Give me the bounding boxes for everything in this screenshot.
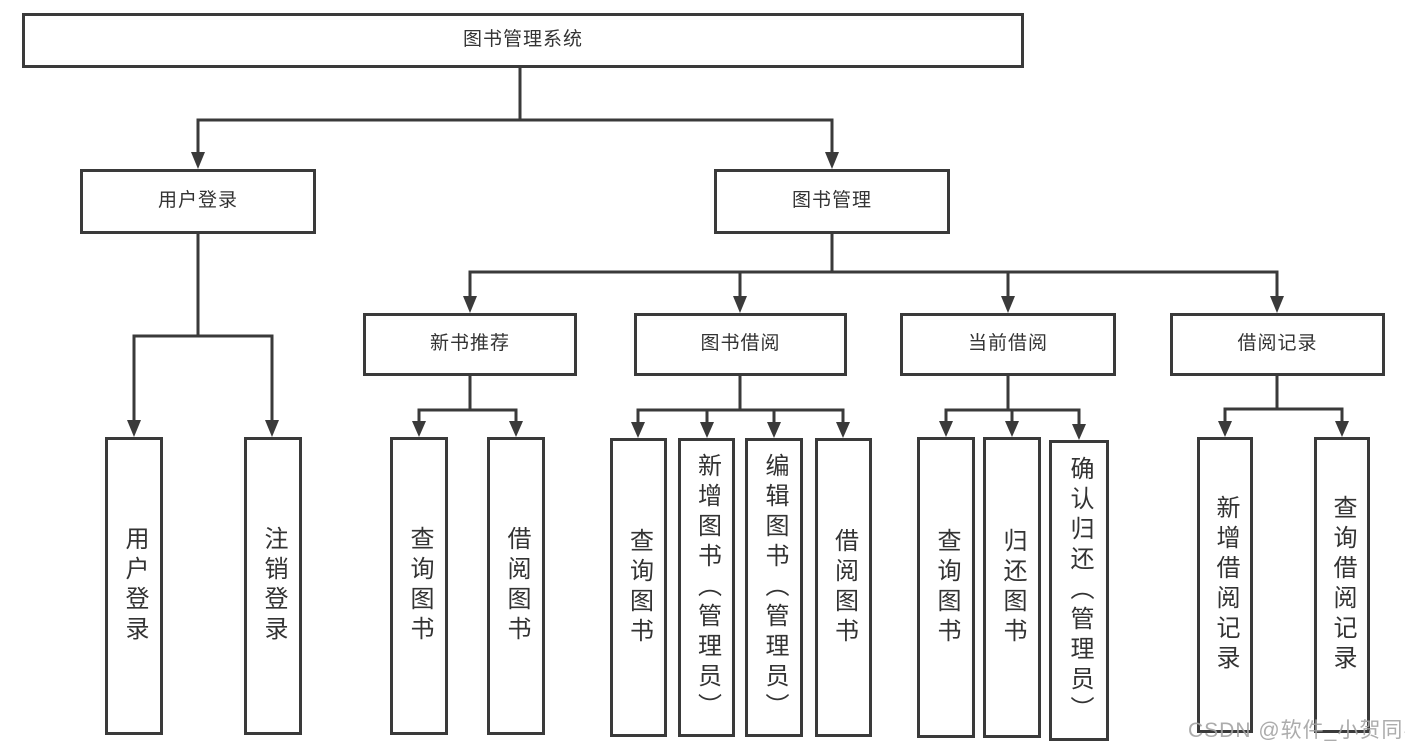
arrow-down-icon — [733, 296, 747, 313]
node-leaf-user-login: 用户登录 — [105, 437, 163, 735]
arrow-down-icon — [1072, 424, 1086, 440]
arrow-down-icon — [939, 421, 953, 437]
node-book-management: 图书管理 — [714, 169, 950, 234]
node-leaf-query-books: 查询图书 — [610, 438, 667, 737]
connector-dq-bar — [944, 408, 1081, 425]
csdn-watermark: CSDN @软件_小贺同学 — [1188, 719, 1405, 742]
connector-level2-bar — [196, 118, 834, 154]
node-leaf-add-borrow-record: 新增借阅记录 — [1197, 437, 1253, 733]
arrow-down-icon — [1001, 296, 1015, 313]
node-leaf-return-books: 归还图书 — [983, 437, 1041, 738]
arrow-down-icon — [631, 422, 645, 438]
arrow-down-icon — [1335, 421, 1349, 437]
node-current-borrow: 当前借阅 — [900, 313, 1116, 376]
node-leaf-query-books: 查询图书 — [390, 437, 448, 735]
node-leaf-query-borrow-record: 查询借阅记录 — [1314, 437, 1370, 733]
arrow-down-icon — [463, 296, 477, 313]
node-borrow-record: 借阅记录 — [1170, 313, 1385, 376]
node-leaf-borrow-books: 借阅图书 — [815, 438, 872, 737]
arrow-down-icon — [1005, 421, 1019, 437]
node-leaf-edit-books-admin: 编辑图书（管理员） — [745, 438, 803, 737]
node-new-book-recommend: 新书推荐 — [363, 313, 577, 376]
connector-jy-bar — [636, 408, 845, 423]
connector-jl-bar — [1223, 407, 1344, 422]
arrow-down-icon — [836, 422, 850, 438]
arrow-down-icon — [767, 422, 781, 438]
node-leaf-confirm-return-admin: 确认归还（管理员） — [1049, 440, 1109, 741]
node-book-borrow: 图书借阅 — [634, 313, 847, 376]
connector-login-bar — [132, 334, 274, 421]
arrow-down-icon — [265, 420, 279, 437]
node-leaf-add-books-admin: 新增图书（管理员） — [678, 438, 735, 737]
arrow-down-icon — [1218, 421, 1232, 437]
arrow-down-icon — [825, 152, 839, 169]
arrow-down-icon — [700, 422, 714, 438]
node-user-login: 用户登录 — [80, 169, 316, 234]
node-leaf-logout: 注销登录 — [244, 437, 302, 735]
arrow-down-icon — [412, 421, 426, 437]
arrow-down-icon — [1270, 296, 1284, 313]
node-library-management-system: 图书管理系统 — [22, 13, 1024, 68]
connector-level3-bar — [468, 270, 1279, 297]
node-leaf-borrow-books: 借阅图书 — [487, 437, 545, 735]
node-leaf-query-books: 查询图书 — [917, 437, 975, 738]
arrow-down-icon — [191, 152, 205, 169]
connector-xs-bar — [417, 408, 518, 422]
arrow-down-icon — [509, 421, 523, 437]
arrow-down-icon — [127, 420, 141, 437]
